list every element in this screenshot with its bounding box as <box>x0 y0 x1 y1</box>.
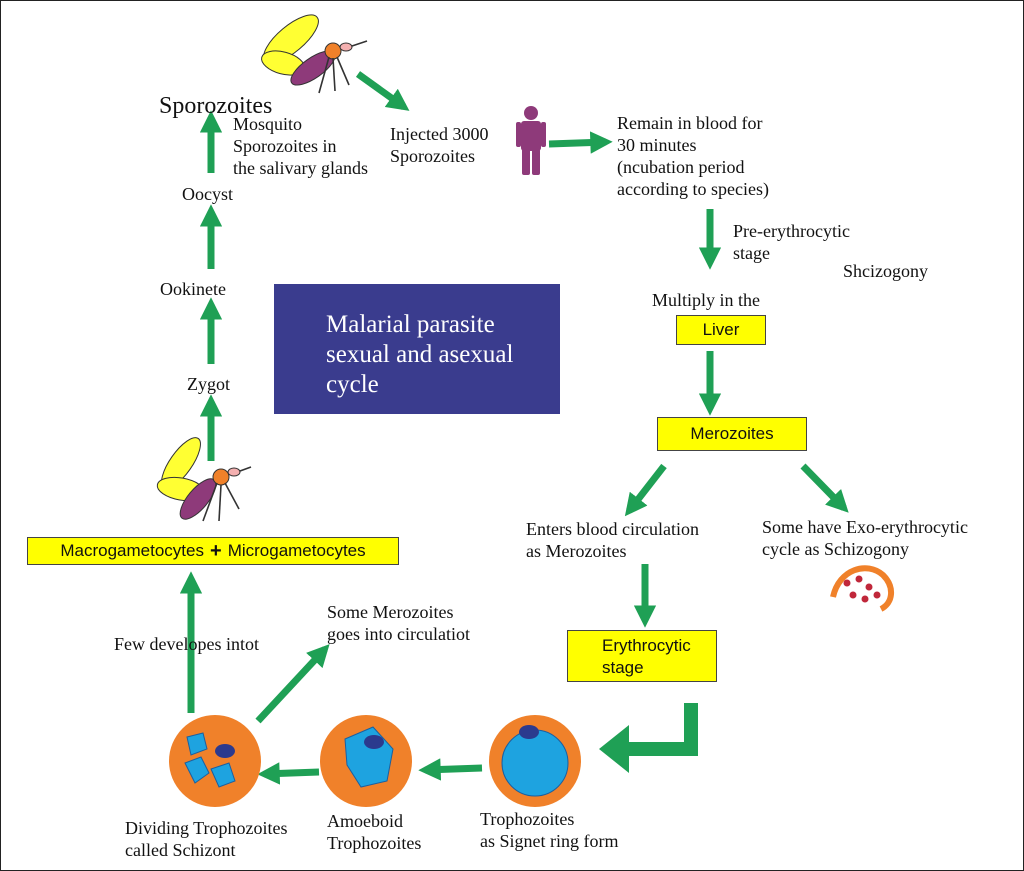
label-mosquito-glands: Mosquito Sporozoites in the salivary gla… <box>233 114 368 178</box>
label-injected: Injected 3000 Sporozoites <box>390 124 489 166</box>
label-dividing: Dividing Trophozoites called Schizont <box>125 818 288 860</box>
diagram-title: Malarial parasite sexual and asexual cyc… <box>274 284 560 414</box>
arrow-signet-to-amoeboid <box>418 758 483 781</box>
label-multiply: Multiply in the <box>652 290 760 310</box>
label-few-develop: Few developes intot <box>114 634 259 654</box>
human-icon <box>516 106 546 175</box>
schizont-cell-icon <box>169 715 261 807</box>
label-shizogony: Shcizogony <box>843 261 928 281</box>
arrow-erythro-to-signet-head <box>599 725 629 773</box>
box-merozoites: Merozoites <box>657 417 807 451</box>
mosquito-icon-lower <box>156 437 252 522</box>
label-macrogametocytes: Macrogametocytes <box>60 541 204 560</box>
arrow-erythro-to-signet <box>621 703 698 756</box>
label-some-merozoites: Some Merozoites goes into circulatiot <box>327 602 470 644</box>
arrow-merozoites-to-exo <box>800 463 849 513</box>
label-enters-blood: Enters blood circulation as Merozoites <box>526 519 699 561</box>
label-ookinete: Ookinete <box>160 279 226 299</box>
label-microgametocytes: Microgametocytes <box>227 541 366 560</box>
arrow-human-to-blood <box>548 131 613 154</box>
arrow-amoeboid-to-dividing <box>257 762 320 785</box>
arrow-dividing-to-circulation <box>255 644 330 724</box>
label-exo-cycle: Some have Exo-erythrocytic cycle as Schi… <box>762 517 968 559</box>
label-sporozoites: Sporozoites <box>159 93 273 119</box>
label-oocyst: Oocyst <box>182 184 233 204</box>
label-amoeboid: Amoeboid Trophozoites <box>327 811 422 853</box>
arrow-mosquito-to-injected <box>355 71 410 111</box>
signet-ring-cell-icon <box>489 715 581 807</box>
label-plus: + <box>210 539 222 562</box>
liver-cell-icon <box>830 565 894 612</box>
box-liver: Liver <box>676 315 766 345</box>
box-erythrocytic-stage: Erythrocytic stage <box>567 630 717 682</box>
label-signet-ring: Trophozoites as Signet ring form <box>480 809 619 851</box>
mosquito-icon <box>261 14 368 94</box>
label-zygot: Zygot <box>187 374 230 394</box>
arrow-merozoites-to-enters <box>624 463 667 517</box>
label-remain-blood: Remain in blood for 30 minutes (ncubatio… <box>617 113 769 199</box>
box-gametocytes: Macrogametocytes + Microgametocytes <box>27 537 399 565</box>
label-pre-erythrocytic: Pre-erythrocytic stage <box>733 221 850 263</box>
amoeboid-cell-icon <box>320 715 412 807</box>
